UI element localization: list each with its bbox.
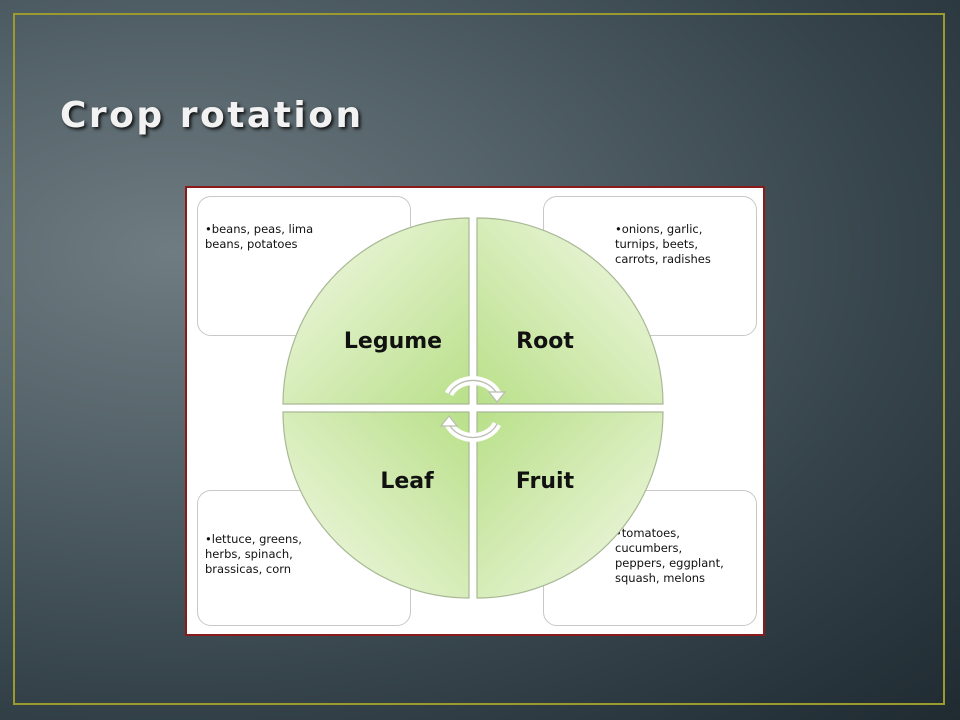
leaf-segment <box>282 411 470 599</box>
circular-arrows-icon <box>439 376 507 442</box>
leaf-crops-text: •lettuce, greens, herbs, spinach, brassi… <box>205 532 302 576</box>
root-segment <box>476 217 664 405</box>
root-label: Root <box>516 329 574 354</box>
leaf-label: Leaf <box>380 469 434 494</box>
root-crops-text: •onions, garlic, turnips, beets, carrots… <box>615 222 711 266</box>
fruit-label: Fruit <box>516 469 575 494</box>
fruit-crops-text: •tomatoes, cucumbers, peppers, eggplant,… <box>615 526 724 585</box>
rotation-circle: Legume Root Leaf Fruit <box>282 217 664 599</box>
crop-rotation-diagram: •beans, peas, lima beans, potatoes •onio… <box>185 186 765 636</box>
slide-frame <box>13 13 945 705</box>
legume-label: Legume <box>344 329 442 354</box>
legume-segment <box>282 217 470 405</box>
fruit-segment <box>476 411 664 599</box>
legume-crops-text: •beans, peas, lima beans, potatoes <box>205 222 314 251</box>
slide-title: Crop rotation <box>60 95 364 136</box>
